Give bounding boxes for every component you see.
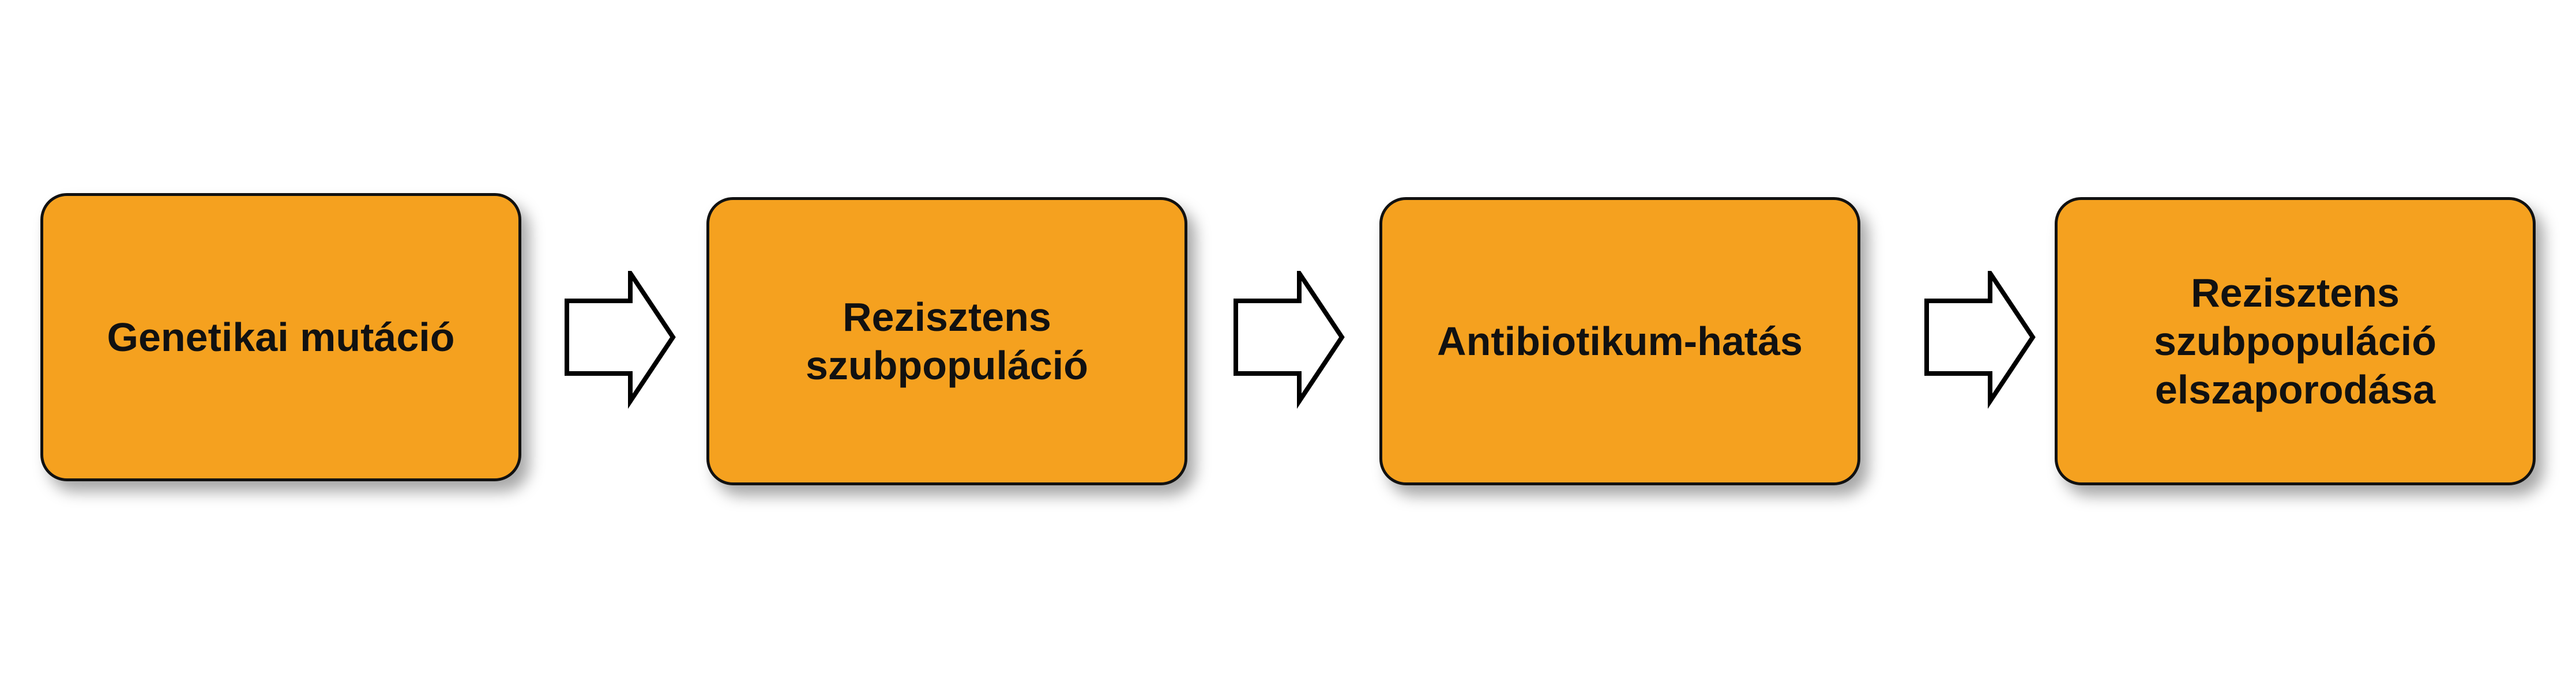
right-arrow-icon: [565, 271, 676, 409]
step-genetic-mutation: Genetikai mutáció: [40, 193, 521, 481]
step-label: Antibiotikum-hatás: [1437, 319, 1803, 364]
right-arrow-icon: [1924, 271, 2036, 409]
step-resistant-subpopulation: Rezisztens szubpopuláció: [706, 197, 1187, 485]
step-antibiotic-effect: Antibiotikum-hatás: [1379, 197, 1860, 485]
right-arrow-icon: [1234, 271, 1345, 409]
step-label: Rezisztens szubpopuláció: [806, 295, 1088, 388]
step-label: Genetikai mutáció: [107, 315, 455, 360]
step-label: Rezisztens szubpopuláció elszaporodása: [2154, 270, 2436, 412]
step-resistant-proliferation: Rezisztens szubpopuláció elszaporodása: [2055, 197, 2536, 485]
